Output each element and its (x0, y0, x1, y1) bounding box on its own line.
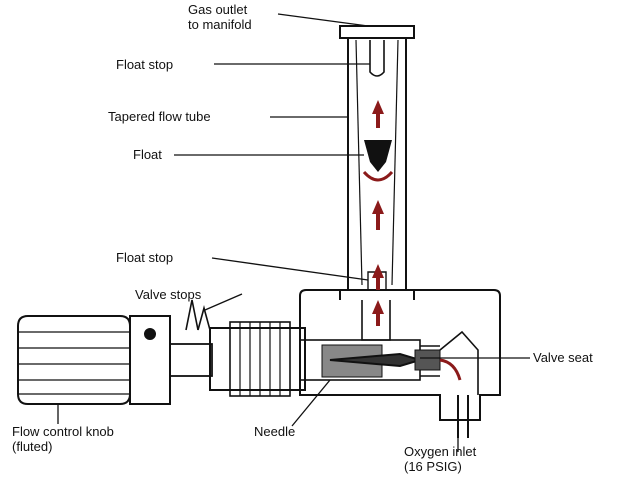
float-spin-arrow (362, 170, 394, 182)
label-needle: Needle (254, 424, 296, 439)
label-gas-outlet: Gas outlet to manifold (188, 2, 252, 32)
valve-stops-marker (185, 299, 211, 331)
label-valve-stops: Valve stops (135, 287, 202, 302)
label-tapered-flow-tube: Tapered flow tube (108, 109, 211, 124)
label-valve-seat: Valve seat (533, 350, 593, 365)
tapered-flow-tube (339, 25, 415, 300)
label-float: Float (133, 147, 162, 162)
float (364, 140, 392, 172)
needle-assembly (209, 321, 441, 397)
label-float-stop-bottom: Float stop (116, 250, 174, 265)
label-flow-control-knob: Flow control knob (fluted) (12, 424, 114, 454)
valve-body (299, 289, 501, 438)
oxygen-inlet-tube (439, 358, 462, 381)
flow-arrows (372, 100, 384, 326)
label-oxygen-inlet: Oxygen inlet (16 PSIG) (404, 444, 477, 474)
label-float-stop-top: Float stop (116, 57, 174, 72)
float-stop-top (369, 40, 385, 77)
leader-lines (57, 13, 530, 452)
flow-control-knob (17, 315, 171, 405)
